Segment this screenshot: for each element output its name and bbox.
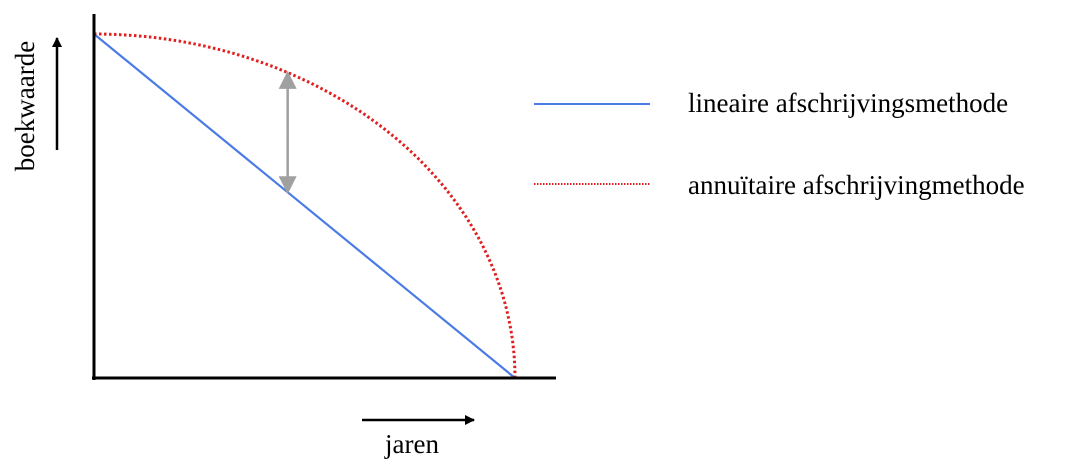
y-axis-label: boekwaarde [10, 41, 40, 171]
legend-label-linear: lineaire afschrijvingsmethode [688, 88, 1008, 118]
series-line-annuity [94, 32, 517, 379]
series-line-linear [93, 33, 516, 379]
x-axis-label: jaren [384, 429, 439, 459]
plot-area [93, 32, 517, 379]
legend [534, 103, 650, 185]
axes [52, 14, 556, 425]
legend-label-annuity: annuïtaire afschrijvingmethode [688, 170, 1025, 200]
